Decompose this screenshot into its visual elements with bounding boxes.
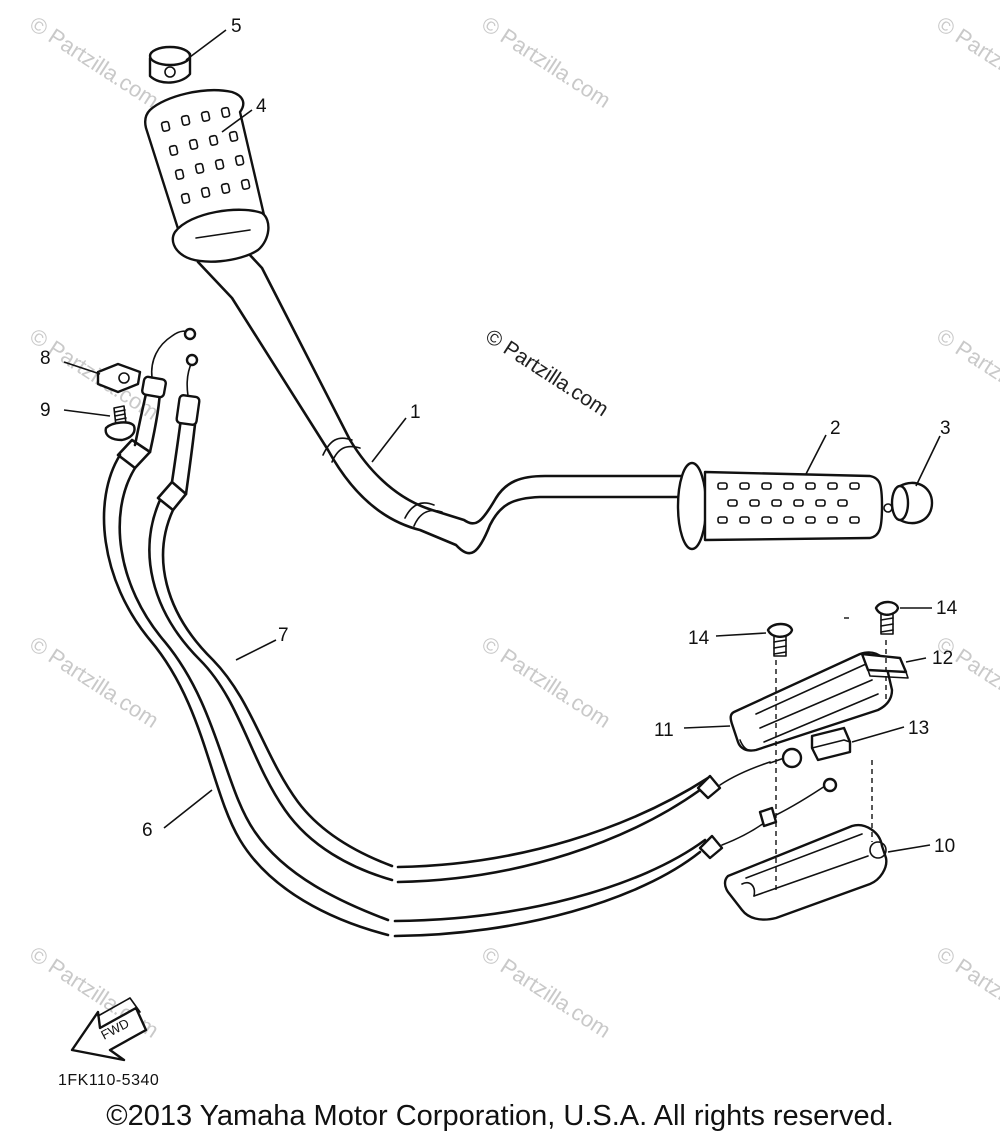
callout-1: 1	[410, 402, 421, 423]
callout-9: 9	[40, 400, 51, 421]
plate-part-12	[860, 652, 909, 679]
assembly-lines	[775, 617, 887, 892]
callout-5: 5	[231, 16, 242, 37]
housing-lower-part-10	[723, 823, 888, 921]
grip-part-4	[144, 89, 270, 263]
block-part-13	[810, 726, 852, 762]
callout-10: 10	[934, 836, 955, 857]
callout-11: 11	[654, 720, 674, 741]
callouts: 5 4 1 2 3 8 9 7 6 10 11 12 13 14 14	[40, 16, 958, 857]
callout-2: 2	[830, 418, 841, 439]
watermark: © Partzilla.com	[932, 631, 1000, 733]
watermark: © Partzilla.com	[932, 323, 1000, 425]
callout-6: 6	[142, 820, 153, 841]
callout-12: 12	[932, 648, 953, 669]
end-cap-part-3	[883, 481, 934, 525]
watermark-center: © Partzilla.com	[481, 325, 612, 421]
watermark: © Partzilla.com	[477, 11, 615, 113]
watermark: © Partzilla.com	[25, 631, 163, 733]
callout-4: 4	[256, 96, 267, 117]
cables-part-6-7	[102, 327, 838, 938]
screw-part-14-b	[874, 600, 900, 635]
screw-part-9	[104, 405, 136, 442]
callout-14-a: 14	[688, 628, 710, 649]
watermark: © Partzilla.com	[25, 11, 163, 113]
leader-lines	[63, 29, 941, 853]
copyright-notice: ©2013 Yamaha Motor Corporation, U.S.A. A…	[106, 1100, 894, 1132]
grip-part-2	[676, 461, 884, 551]
callout-8: 8	[40, 348, 51, 369]
watermark: © Partzilla.com	[932, 941, 1000, 1043]
callout-3: 3	[940, 418, 951, 439]
callout-14-b: 14	[936, 598, 958, 619]
callout-13: 13	[908, 718, 929, 739]
watermark: © Partzilla.com	[932, 11, 1000, 113]
holder-part-8	[96, 362, 142, 394]
screw-part-14-a	[766, 622, 794, 657]
callout-7: 7	[278, 625, 289, 646]
end-cap-part-5	[148, 45, 192, 84]
diagram-code: 1FK110-5340	[58, 1072, 160, 1089]
watermark: © Partzilla.com	[477, 631, 615, 733]
watermark: © Partzilla.com	[477, 941, 615, 1043]
handlebar-part-1	[196, 238, 692, 555]
